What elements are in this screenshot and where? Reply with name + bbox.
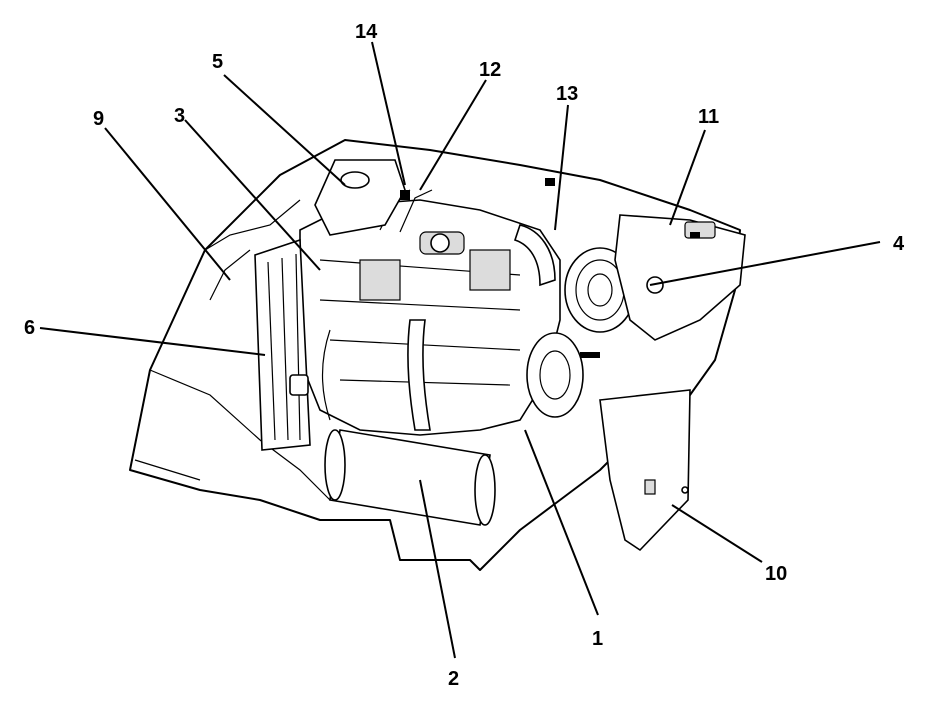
callout-labels: 1 2 3 4 5 6 9 10 11 12 13 14 [24,21,905,690]
leader-9 [104,127,231,281]
pulley [526,332,584,418]
leader-14 [371,41,406,186]
callout-3: 3 [174,105,185,127]
callout-4: 4 [893,233,905,255]
leader-lines [39,41,881,659]
callout-13: 13 [556,83,578,105]
callout-9: 9 [93,108,104,130]
callout-1: 1 [592,628,603,650]
leader-5 [223,74,346,186]
fuel-tank [614,214,746,341]
leader-2 [419,479,456,659]
cover-plate [599,389,691,552]
detail-shading [400,178,700,358]
leader-13 [554,104,569,231]
radiator [254,238,311,451]
leader-11 [669,129,706,226]
leader-1 [524,429,599,616]
callout-2: 2 [448,668,459,690]
hoses [321,224,556,431]
leader-4 [649,241,881,286]
callout-12: 12 [479,59,501,81]
muffler [324,429,496,526]
callout-5: 5 [212,51,223,73]
engine-block [299,189,561,436]
callout-11: 11 [698,106,719,128]
callout-6: 6 [24,317,35,339]
leader-12 [419,79,487,191]
leader-3 [184,119,321,271]
callout-10: 10 [765,563,787,585]
leader-10 [671,504,763,563]
callout-14: 14 [355,21,378,43]
leader-6 [39,327,266,356]
